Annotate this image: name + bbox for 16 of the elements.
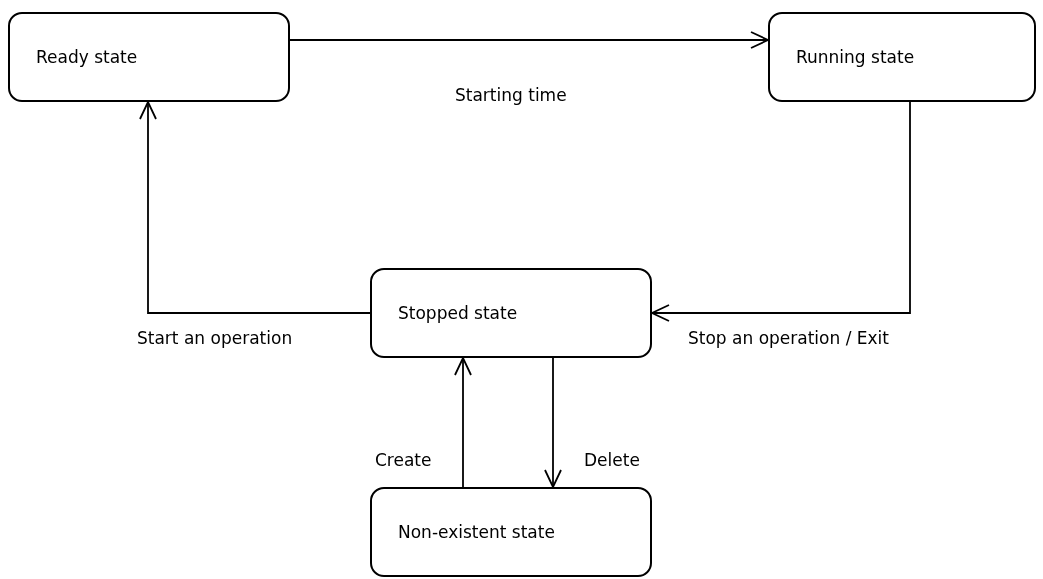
state-box [370,268,652,358]
transition-arrow [289,31,769,49]
state-label: Non-existent state [398,521,555,544]
edge-label: Start an operation [137,328,293,348]
edge-label: Stop an operation / Exit [688,328,889,348]
transition-arrow [651,101,911,322]
state-label: Stopped state [398,302,518,325]
transition-arrow [544,357,562,488]
state-box [370,487,652,577]
transition-arrow [454,357,472,488]
transition-arrow [139,101,371,314]
state-label: Ready state [36,46,138,69]
state-box [768,12,1036,102]
state-label: Running state [796,46,915,69]
edge-label: Starting time [455,85,567,105]
state-box [8,12,290,102]
